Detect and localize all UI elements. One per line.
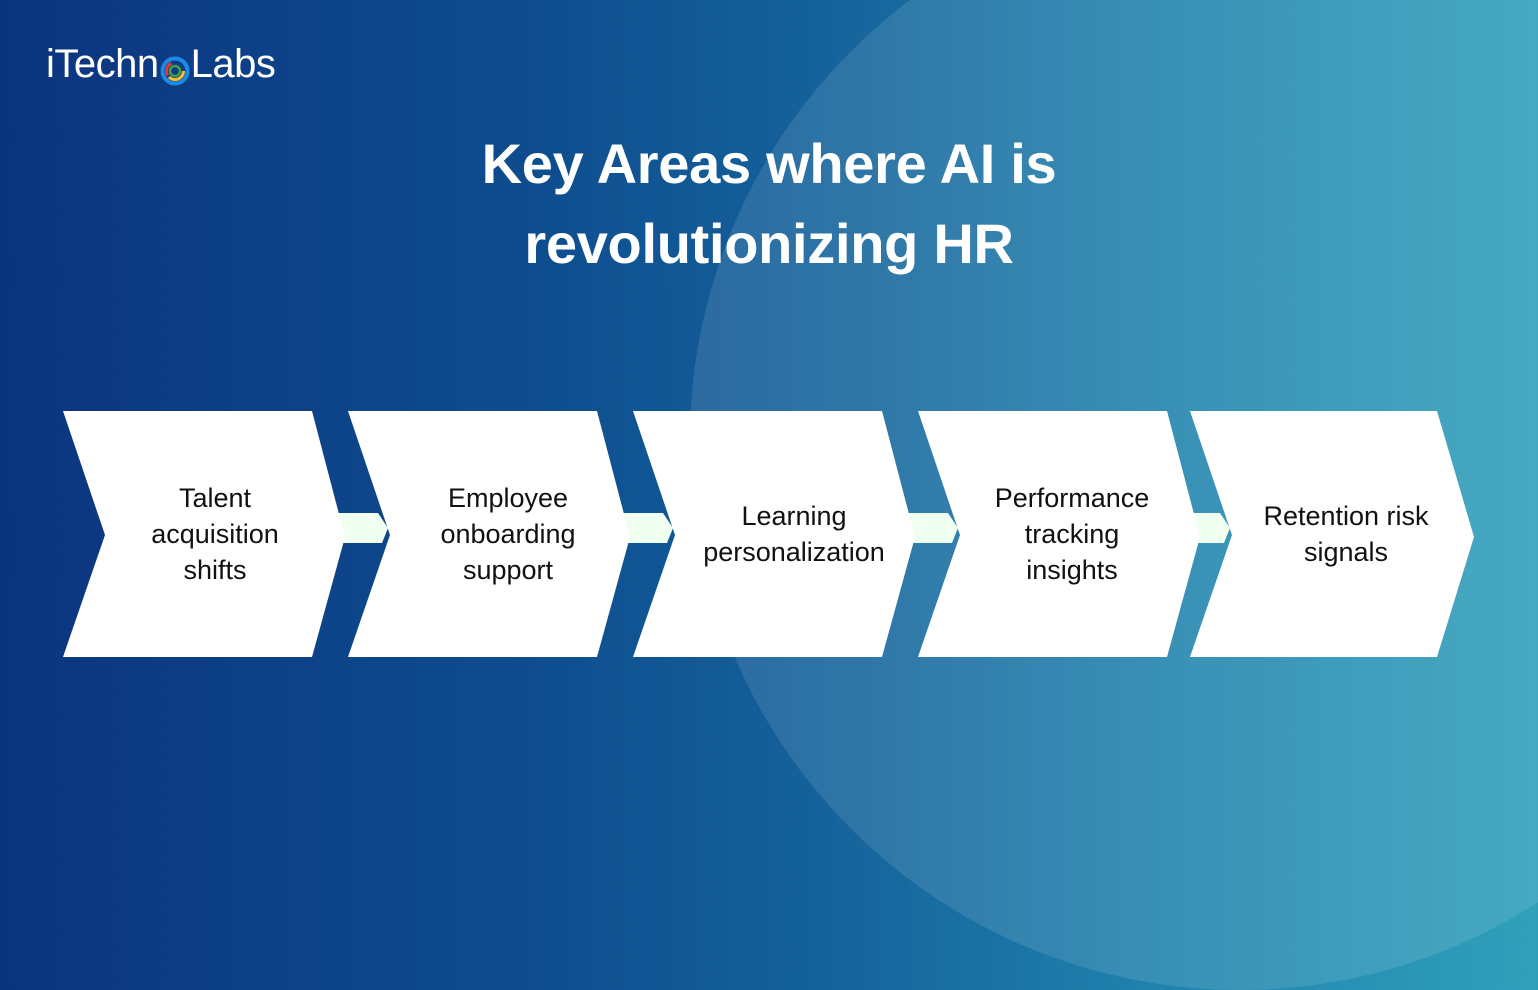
connector-1-2	[335, 513, 388, 543]
step-2-line-3: support	[462, 555, 554, 585]
step-1-line-1: Talent	[178, 483, 252, 513]
step-4-line-1: Performance	[994, 483, 1150, 513]
logo-text-suffix: Labs	[190, 41, 276, 86]
chevron-step-1	[63, 411, 345, 657]
step-2-line-1: Employee	[447, 483, 569, 513]
logo-ring-icon	[160, 51, 190, 86]
title-line-2: revolutionizing HR	[524, 212, 1014, 275]
step-1-line-2: acquisition	[151, 519, 279, 549]
page-title: Key Areas where AI is revolutionizing HR	[0, 124, 1538, 284]
step-4-line-3: insights	[1026, 555, 1118, 585]
chevron-step-5	[1190, 411, 1474, 657]
step-3-line-1: Learning	[741, 501, 847, 531]
step-2-line-2: onboarding	[440, 519, 576, 549]
step-1-line-3: shifts	[183, 555, 247, 585]
process-flow: Talent acquisition shifts Employee onboa…	[63, 411, 1474, 657]
brand-logo: iTechn Labs	[46, 41, 276, 86]
step-3-line-2: personalization	[703, 537, 885, 567]
step-5-line-2: signals	[1303, 537, 1389, 567]
connector-2-3	[620, 513, 673, 543]
step-5-line-1: Retention risk	[1263, 501, 1429, 531]
chevron-step-2	[348, 411, 630, 657]
chevron-step-3	[633, 411, 915, 657]
chevron-step-4	[918, 411, 1200, 657]
connector-3-4	[905, 513, 958, 543]
chevron-shapes	[63, 411, 1474, 657]
step-4-line-2: tracking	[1024, 519, 1120, 549]
step-label-2: Employee onboarding support	[383, 411, 633, 657]
step-label-3: Learning personalization	[669, 411, 919, 657]
logo-text-prefix: iTechn	[46, 41, 159, 86]
title-line-1: Key Areas where AI is	[481, 132, 1057, 195]
connector-4-5	[1190, 513, 1230, 543]
step-label-1: Talent acquisition shifts	[90, 411, 340, 657]
step-label-5: Retention risk signals	[1221, 411, 1471, 657]
step-label-4: Performance tracking insights	[947, 411, 1197, 657]
